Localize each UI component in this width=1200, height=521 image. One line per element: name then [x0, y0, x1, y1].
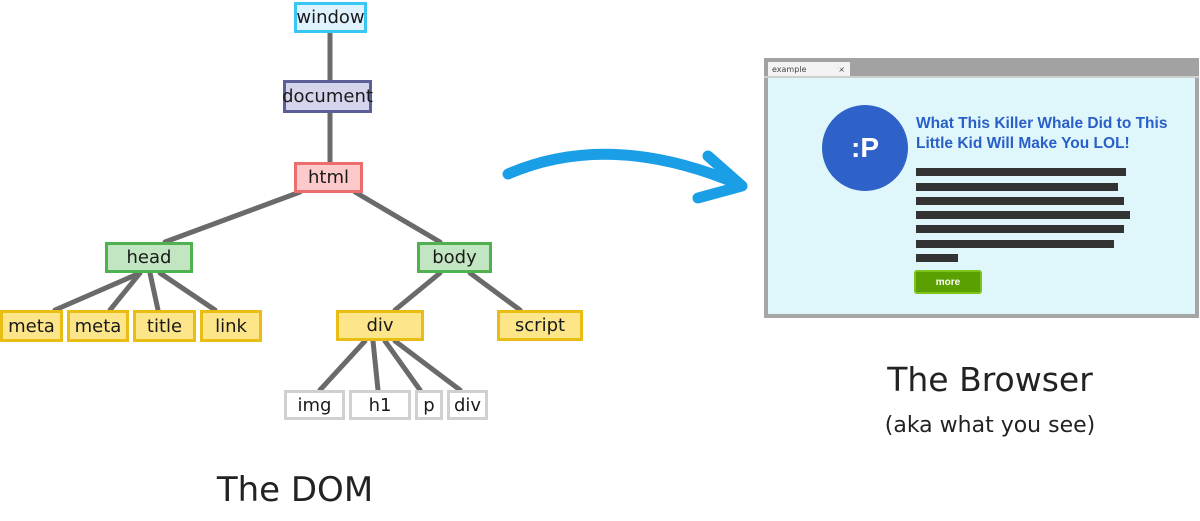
more-button[interactable]: more	[914, 270, 982, 294]
text-line-placeholder	[916, 211, 1130, 219]
browser-subcaption: (aka what you see)	[884, 413, 1096, 438]
edge-body-script	[467, 270, 523, 313]
node-script: script	[497, 310, 583, 341]
node-window: window	[294, 2, 367, 33]
node-link: link	[200, 310, 262, 342]
text-line-placeholder	[916, 254, 958, 262]
edge-body-div	[392, 270, 443, 313]
tab-strip-divider	[764, 76, 1199, 78]
node-h1: h1	[349, 390, 411, 420]
text-line-placeholder	[916, 225, 1124, 233]
edge-div-h1	[370, 338, 381, 393]
tab-label: example	[772, 65, 807, 74]
dom-caption: The DOM	[216, 470, 374, 510]
node-meta: meta	[67, 310, 129, 342]
node-document: document	[282, 80, 373, 113]
edge-div-p	[382, 338, 423, 393]
text-line-placeholder	[916, 240, 1114, 248]
edge-html-head	[162, 189, 303, 245]
edge-head-meta2	[107, 270, 143, 313]
page-headline[interactable]: What This Killer Whale Did to This Littl…	[916, 115, 1168, 152]
edge-html-body	[352, 189, 443, 245]
tab-bar: example × +	[764, 58, 1199, 78]
node-meta: meta	[0, 310, 63, 342]
text-line-placeholder	[916, 197, 1124, 205]
node-div: div	[336, 310, 424, 341]
close-icon[interactable]: ×	[838, 65, 845, 74]
edge-head-title	[147, 270, 161, 313]
node-body: body	[417, 242, 492, 273]
browser-caption: The Browser	[887, 360, 1093, 399]
browser-window: example × + :P What This Killer Whale Di…	[764, 58, 1199, 318]
new-tab-icon[interactable]: +	[833, 61, 844, 75]
node-div-child: div	[447, 390, 488, 420]
node-head: head	[105, 242, 193, 273]
node-html: html	[294, 162, 363, 193]
text-line-placeholder	[916, 168, 1126, 176]
node-img: img	[284, 390, 345, 420]
arrow-head	[692, 150, 748, 204]
edge-head-meta1	[52, 270, 143, 313]
text-line-placeholder	[916, 183, 1118, 191]
browser-tab[interactable]: example ×	[768, 62, 850, 78]
edge-div-img	[317, 338, 368, 393]
node-title: title	[133, 310, 196, 342]
arrow-shaft	[502, 148, 744, 190]
edge-div-div	[392, 338, 463, 393]
avatar: :P	[822, 105, 908, 191]
node-p: p	[415, 390, 443, 420]
edge-head-link	[157, 270, 218, 313]
